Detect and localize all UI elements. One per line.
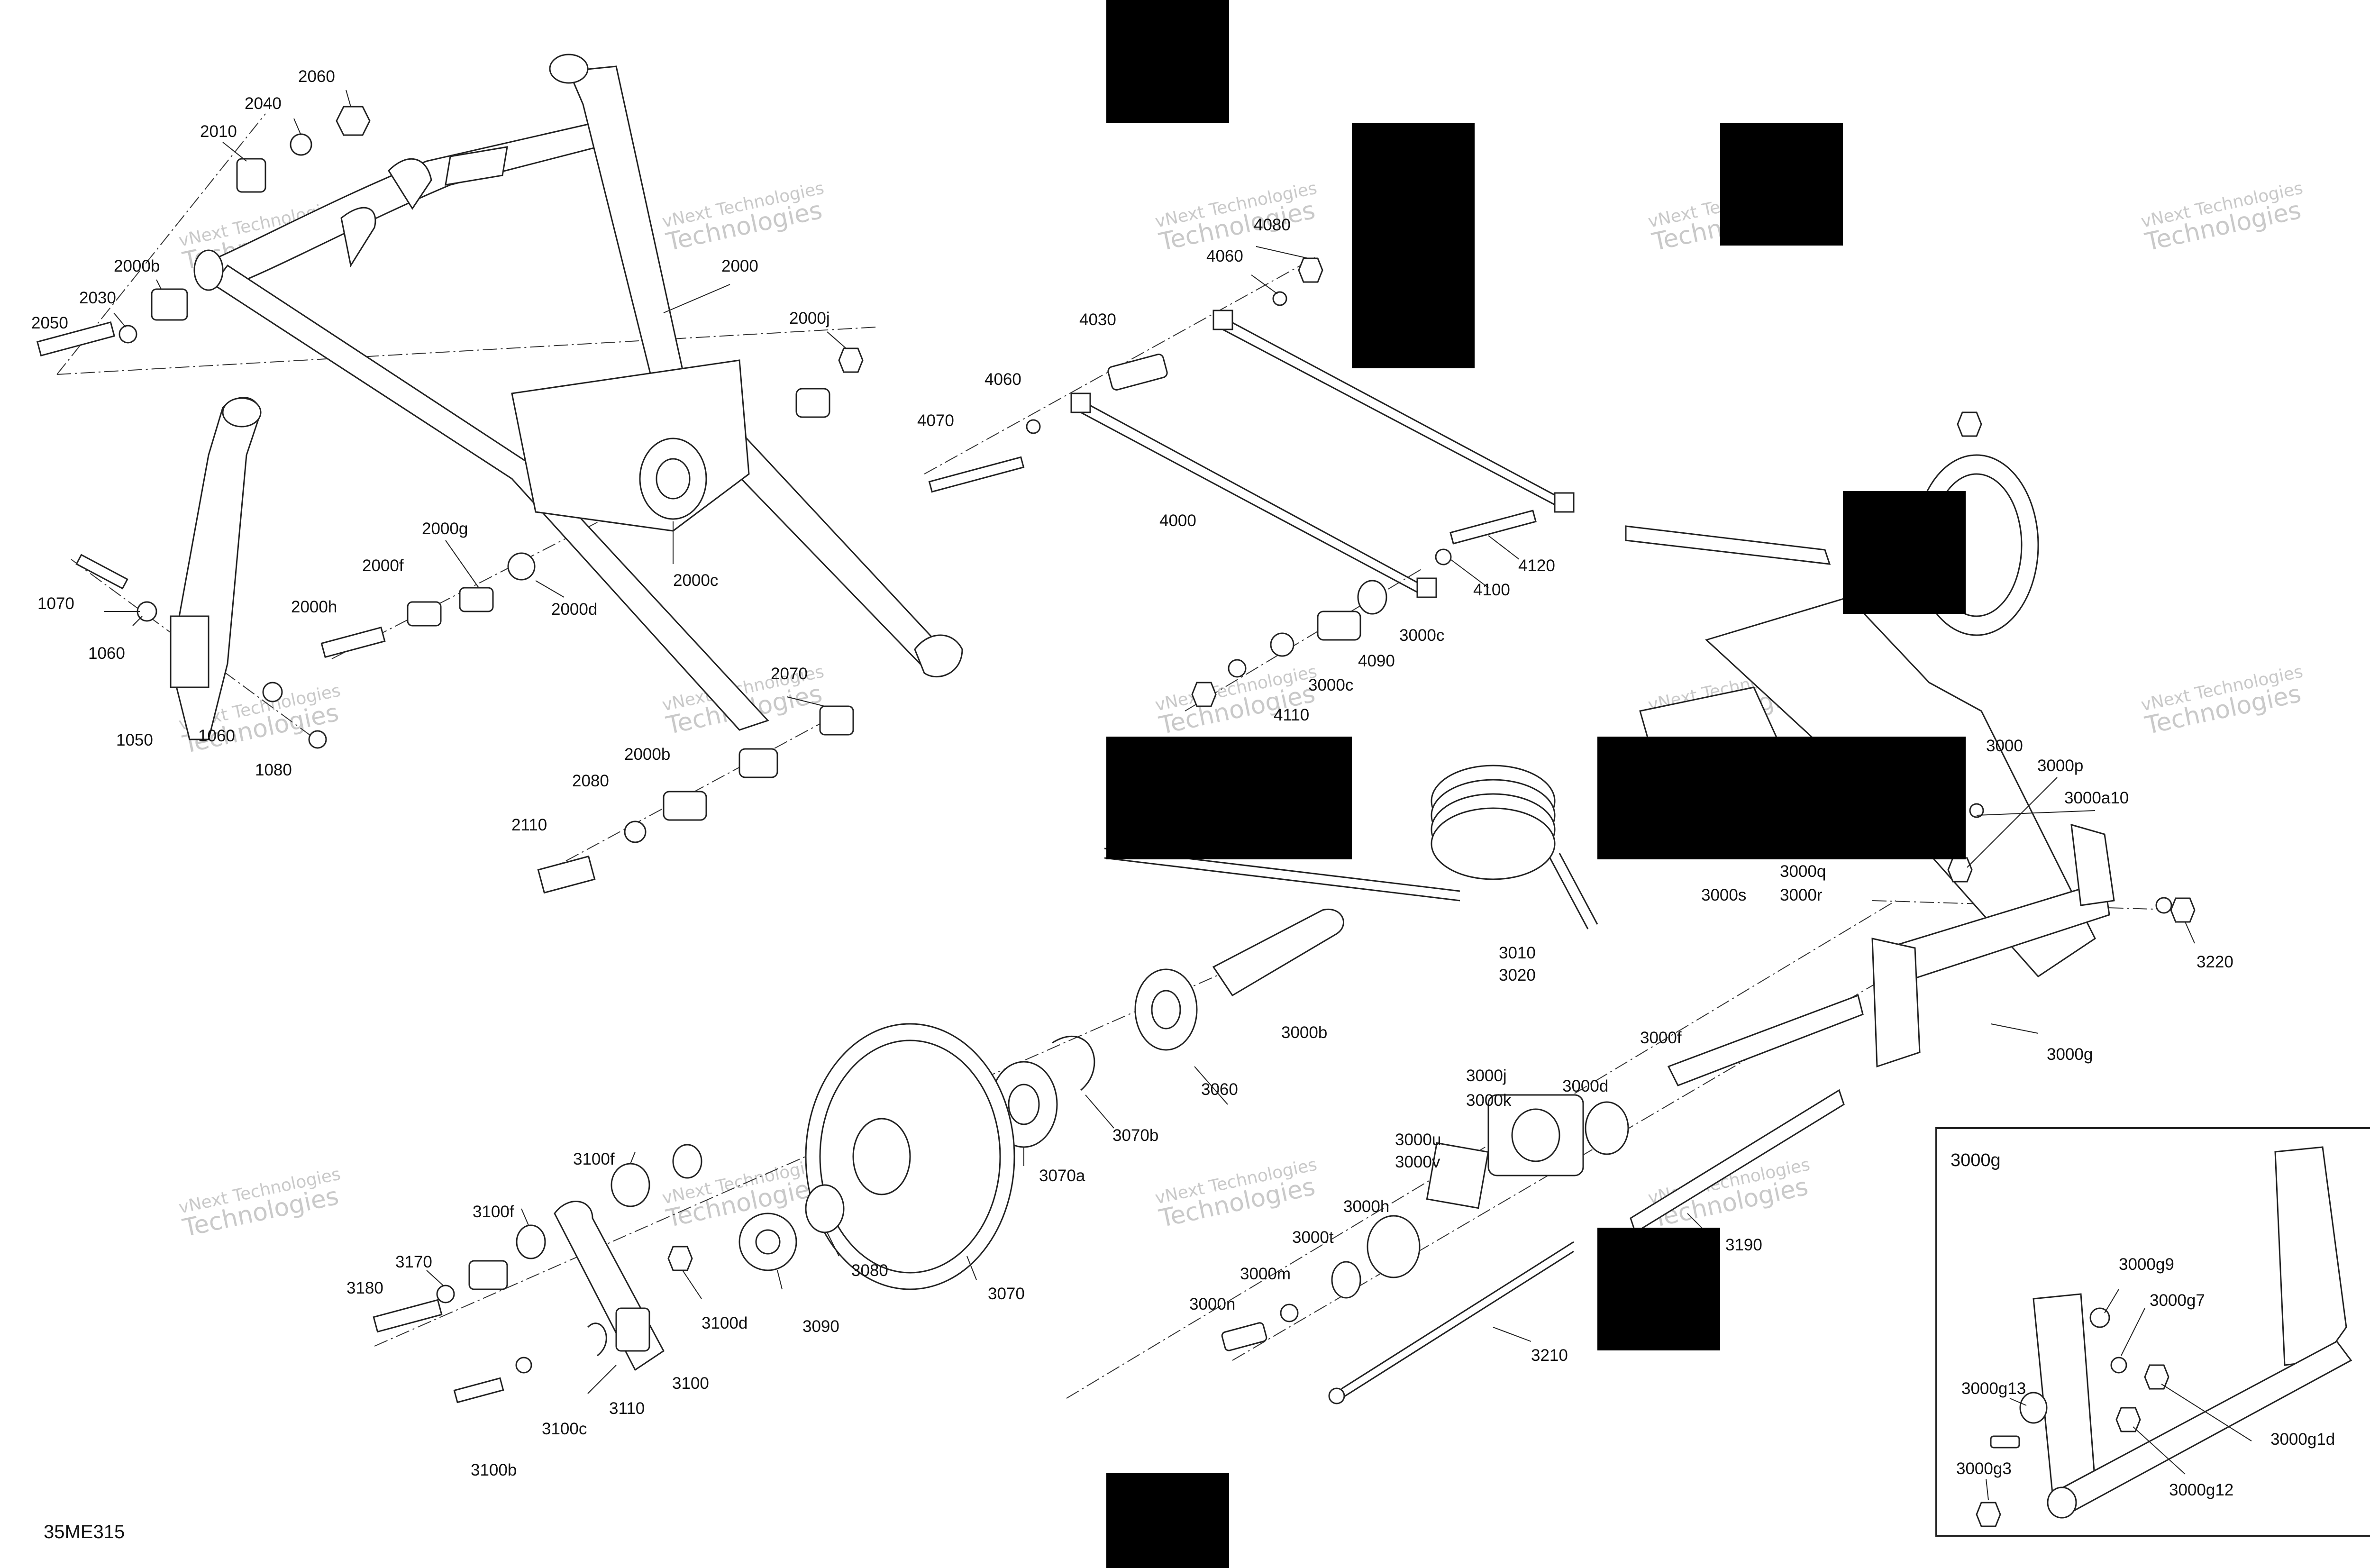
part-label: 3000r [1780, 886, 1823, 904]
watermark: vNext Technologies Technologies [660, 178, 826, 256]
part-label: 3000 [1986, 737, 2023, 755]
lower-shaft-parts [1221, 994, 1864, 1404]
part-label: 3000j [1466, 1067, 1507, 1085]
part-label: 2000d [551, 600, 597, 619]
part-label: 3080 [851, 1261, 888, 1280]
part-label: 2000h [291, 598, 337, 616]
lower-drive-parts [373, 909, 1344, 1404]
part-label: 2070 [771, 665, 808, 683]
part-label: 2050 [31, 314, 68, 332]
part-label: 3000c [1308, 676, 1353, 694]
diagram-code: 35ME315 [44, 1522, 125, 1542]
part-label: 3070b [1112, 1126, 1158, 1145]
part-label: 3010 [1499, 944, 1536, 962]
part-label: 3000g13 [1961, 1379, 2026, 1398]
part-label: 3000s [1701, 886, 1746, 904]
part-label: 4060 [984, 370, 1021, 389]
watermark: vNext Technologies Technologies [2139, 662, 2305, 740]
lever-assembly [170, 397, 262, 740]
tie-rods [928, 257, 1575, 707]
part-label: 4100 [1473, 581, 1510, 599]
part-label: 4110 [1274, 706, 1309, 724]
part-label: 3000g9 [2119, 1255, 2174, 1274]
part-label: 2000c [673, 571, 718, 590]
part-label: 3060 [1201, 1080, 1238, 1099]
part-label: 4090 [1358, 652, 1395, 670]
hardware-left [36, 106, 864, 894]
part-label: 3100d [702, 1314, 747, 1332]
part-label: 3100f [573, 1150, 615, 1168]
part-label: 3000t [1292, 1228, 1334, 1247]
part-label: 3000g7 [2150, 1291, 2205, 1310]
part-label: 3000p [2037, 757, 2083, 775]
detail-inset: 3000g [1935, 1127, 2370, 1537]
part-label: 3090 [802, 1317, 839, 1336]
part-label: 3100c [542, 1420, 587, 1438]
part-label: 4120 [1518, 556, 1555, 575]
part-label: 4060 [1206, 247, 1243, 265]
part-label: 2000b [624, 745, 670, 764]
part-label: 3100 [672, 1374, 709, 1393]
part-label: 3070a [1039, 1167, 1085, 1185]
part-label: 4070 [917, 411, 954, 430]
part-label: 3000q [1780, 862, 1826, 881]
part-label: 2080 [572, 772, 609, 790]
part-labels: 2060 2040 2010 2000 2000b 2030 2050 2000… [31, 67, 2335, 1499]
part-label: 3000u [1395, 1130, 1441, 1149]
part-label: 3220 [2197, 953, 2233, 971]
part-label: 3170 [395, 1253, 432, 1271]
part-label: 3000g12 [2169, 1481, 2233, 1499]
part-label: 3000g1d [2270, 1430, 2335, 1449]
part-label: 3000h [1343, 1197, 1389, 1216]
watermark: vNext Technologies Technologies [1153, 1155, 1319, 1233]
part-label: 2000f [362, 556, 404, 575]
part-label: 3000g3 [1956, 1459, 2012, 1478]
part-label: 1050 [116, 731, 153, 749]
part-label: 1070 [37, 594, 74, 613]
part-label: 2000g [422, 520, 468, 538]
part-label: 2030 [79, 289, 116, 307]
part-label: 2110 [511, 816, 547, 834]
part-label: 3110 [609, 1399, 645, 1418]
redaction-blocks [1106, 0, 1966, 1568]
part-label: 1080 [255, 761, 292, 779]
part-label: 3000f [1640, 1029, 1682, 1047]
part-label: 4000 [1159, 511, 1196, 530]
watermark: vNext Technologies Technologies [177, 1164, 342, 1242]
part-label: 2000b [114, 257, 160, 275]
part-label: 3000d [1562, 1077, 1608, 1095]
part-label: 3000v [1395, 1153, 1440, 1171]
part-label: 3070 [988, 1285, 1025, 1303]
part-label: 3190 [1725, 1236, 1762, 1254]
part-label: 2000 [721, 257, 758, 275]
part-label: 3180 [346, 1279, 383, 1297]
inset-title: 3000g [1951, 1150, 2001, 1170]
part-label: 3000n [1189, 1295, 1235, 1313]
part-label: 3000k [1466, 1091, 1512, 1110]
part-label: 3000a10 [2064, 789, 2129, 807]
watermark: vNext Technologies Technologies [1153, 178, 1319, 256]
part-label: 3000b [1281, 1023, 1327, 1042]
part-label: 1060 [88, 644, 125, 663]
part-label: 3100b [471, 1461, 517, 1479]
part-label: 2010 [200, 122, 237, 141]
part-label: 2000j [789, 309, 830, 328]
part-label: 2040 [245, 94, 282, 113]
part-label: 3000m [1240, 1265, 1291, 1283]
part-label: 4080 [1254, 216, 1291, 234]
watermark-layer: vNext Technologies Technologies vNext Te… [177, 178, 2305, 1242]
part-label: 3000c [1399, 626, 1444, 645]
part-label: 3000g [2047, 1045, 2093, 1064]
part-label: 4030 [1079, 310, 1116, 329]
part-label: 3210 [1531, 1346, 1568, 1365]
part-label: 1060 [198, 727, 235, 745]
a-arm-assembly [198, 54, 963, 731]
part-label: 3020 [1499, 966, 1536, 985]
part-label: 2060 [298, 67, 335, 86]
part-label: 3100f [473, 1203, 514, 1221]
watermark: vNext Technologies Technologies [2139, 178, 2305, 256]
